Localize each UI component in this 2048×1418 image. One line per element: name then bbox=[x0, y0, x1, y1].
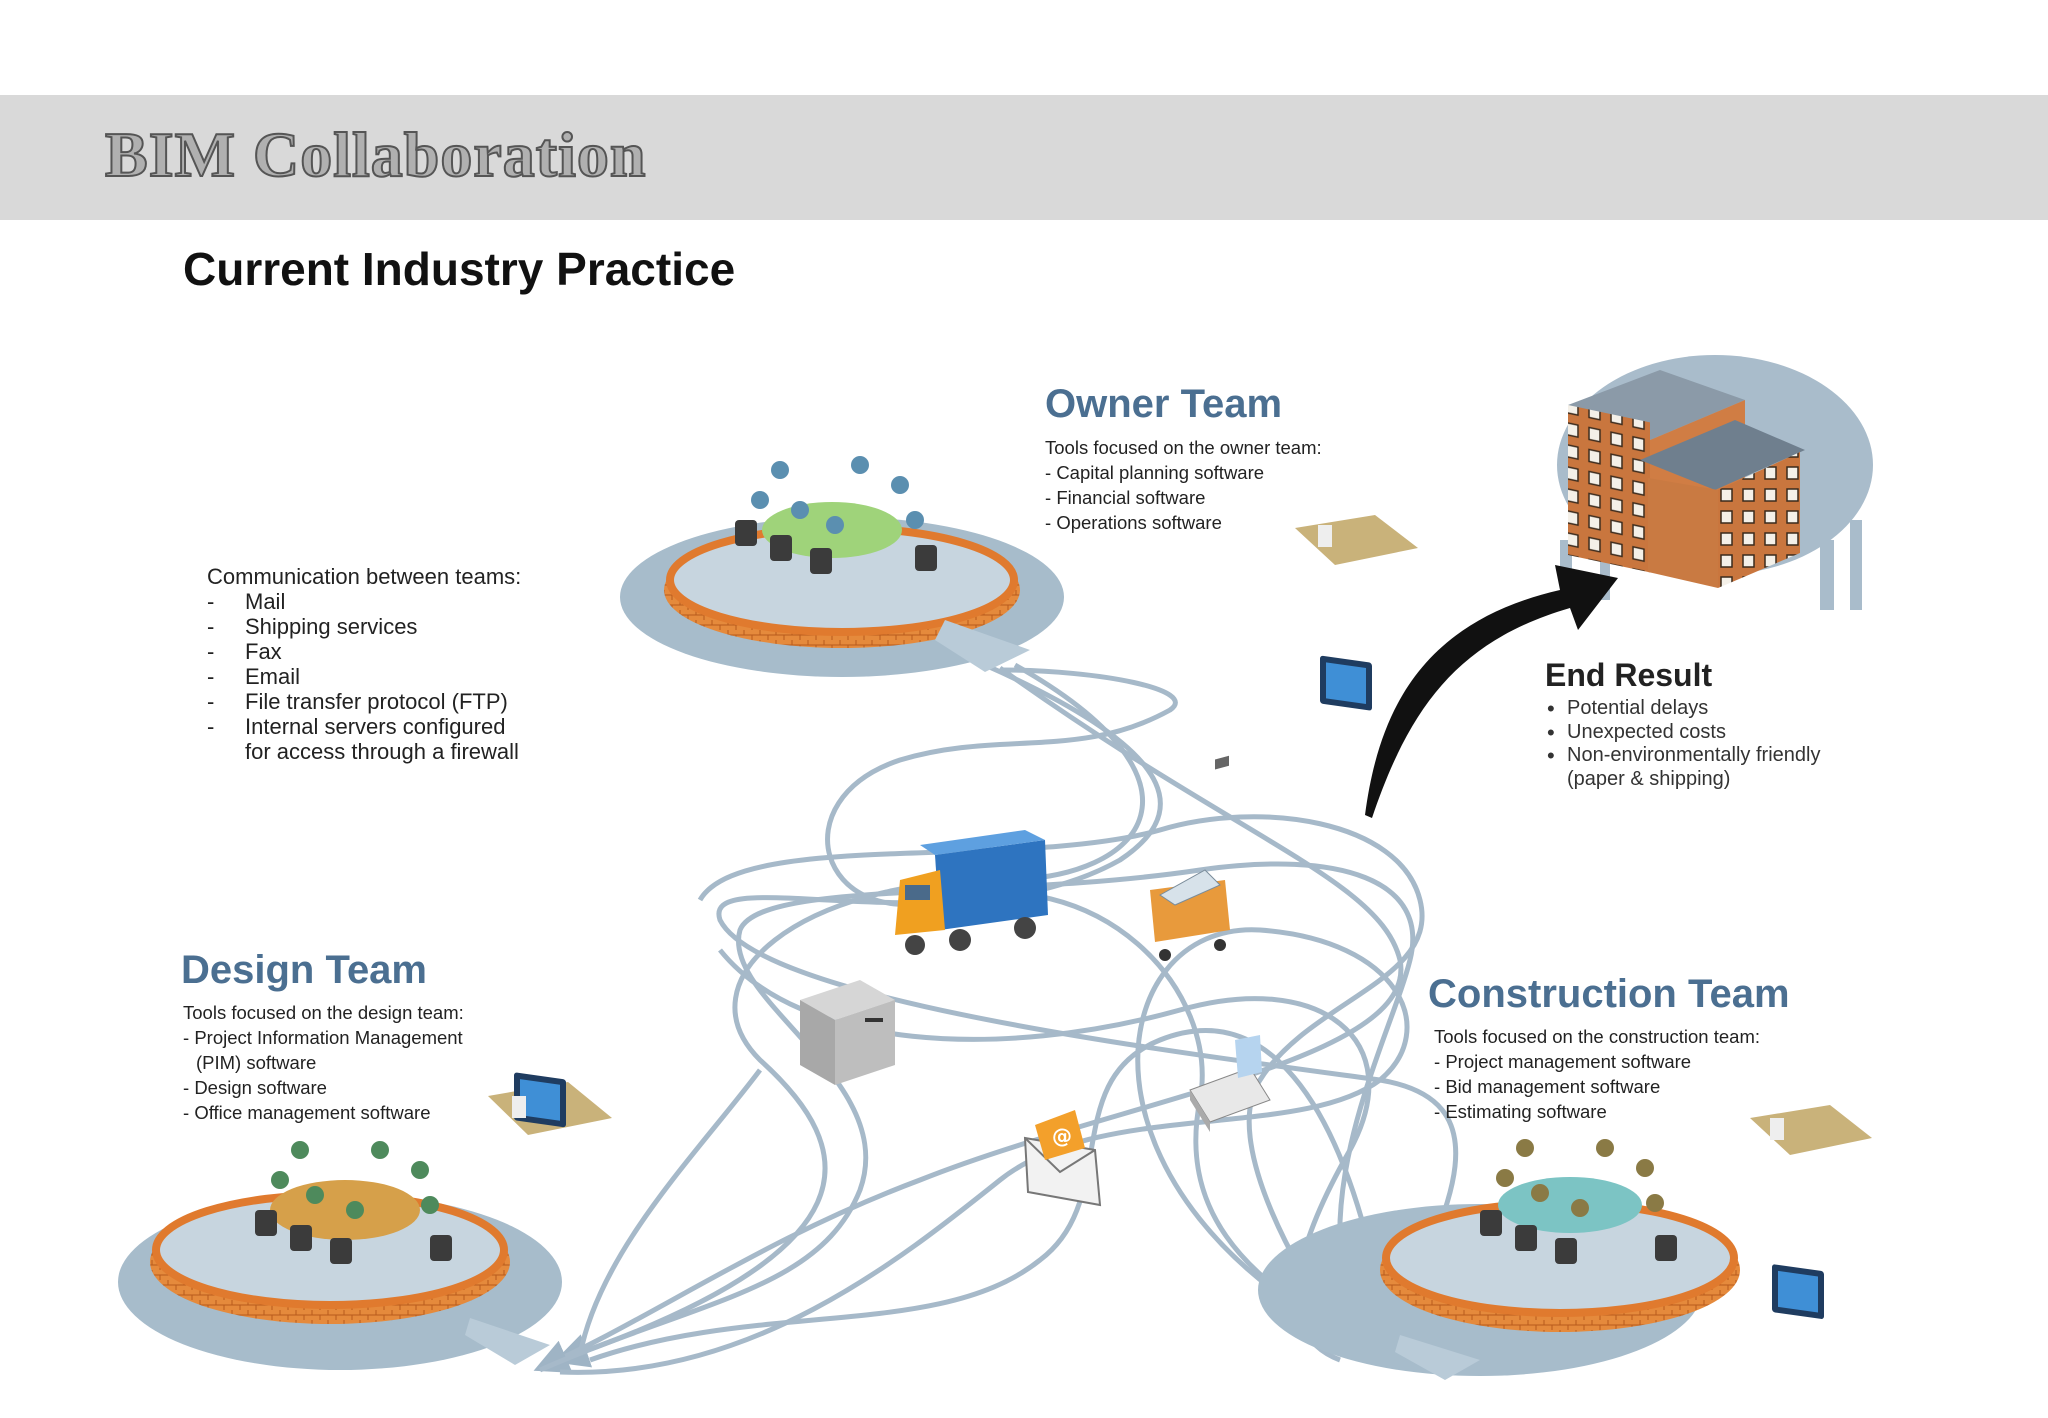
svg-text:@: @ bbox=[1052, 1124, 1072, 1148]
slide-title: BIM Collaboration bbox=[104, 118, 647, 191]
owner-team-title: Owner Team bbox=[1045, 382, 1283, 426]
communication-item: Mail bbox=[207, 589, 521, 614]
communication-item: Shipping services bbox=[207, 614, 521, 639]
end-result-item: Potential delays bbox=[1547, 697, 1820, 721]
construction-tool-item: Estimating software bbox=[1434, 1099, 1760, 1124]
owner-team-tools: Tools focused on the owner team: Capital… bbox=[1045, 435, 1322, 535]
design-team-title: Design Team bbox=[181, 948, 427, 992]
design-team-tools-intro: Tools focused on the design team: bbox=[183, 1002, 464, 1023]
slide-subtitle: Current Industry Practice bbox=[183, 243, 736, 295]
construction-team-platform bbox=[1258, 1139, 1740, 1380]
mail-cart-icon bbox=[1150, 869, 1230, 961]
communication-item: Fax bbox=[207, 639, 521, 664]
communication-item: Internal servers configured bbox=[207, 714, 521, 739]
end-result-item: Unexpected costs bbox=[1547, 721, 1820, 745]
end-result-list: Potential delays Unexpected costs Non-en… bbox=[1547, 697, 1820, 791]
end-result-item: Non-environmentally friendly bbox=[1547, 744, 1820, 768]
owner-team-platform bbox=[620, 456, 1064, 677]
construction-tool-item: Bid management software bbox=[1434, 1074, 1760, 1099]
construction-team-tools-intro: Tools focused on the construction team: bbox=[1434, 1026, 1760, 1047]
owner-tool-item: Capital planning software bbox=[1045, 460, 1322, 485]
computer-monitor-icon bbox=[488, 1072, 612, 1135]
design-team-tools: Tools focused on the design team: Projec… bbox=[183, 1000, 464, 1125]
fax-machine-icon bbox=[1189, 755, 1271, 1132]
computer-monitor-icon bbox=[1295, 515, 1418, 711]
design-tool-item: Design software bbox=[183, 1075, 464, 1100]
title-bar bbox=[0, 95, 2048, 220]
construction-team-title: Construction Team bbox=[1428, 972, 1790, 1016]
building-icon bbox=[1557, 355, 1873, 610]
email-envelope-icon: @ bbox=[1023, 1110, 1102, 1207]
construction-team-tools: Tools focused on the construction team: … bbox=[1434, 1024, 1760, 1124]
curved-arrow bbox=[1365, 565, 1618, 818]
communication-heading: Communication between teams: bbox=[207, 564, 522, 589]
owner-tool-item: Financial software bbox=[1045, 485, 1322, 510]
communication-item: File transfer protocol (FTP) bbox=[207, 689, 521, 714]
communication-list: Communication between teams: Mail Shippi… bbox=[207, 564, 521, 764]
end-result-title: End Result bbox=[1545, 657, 1713, 693]
computer-monitor-icon bbox=[1750, 1105, 1872, 1319]
communication-item: Email bbox=[207, 664, 521, 689]
end-result-item-cont: (paper & shipping) bbox=[1567, 767, 1731, 790]
design-tool-item-cont: (PIM) software bbox=[196, 1052, 317, 1073]
design-tool-item: Office management software bbox=[183, 1100, 464, 1125]
construction-tool-item: Project management software bbox=[1434, 1049, 1760, 1074]
owner-tool-item: Operations software bbox=[1045, 510, 1322, 535]
server-icon bbox=[800, 980, 895, 1085]
communication-item-cont: for access through a firewall bbox=[245, 739, 519, 764]
design-tool-item: Project Information Management bbox=[183, 1025, 464, 1050]
delivery-truck-icon bbox=[895, 830, 1048, 955]
owner-team-tools-intro: Tools focused on the owner team: bbox=[1045, 437, 1322, 458]
design-team-platform bbox=[118, 1141, 562, 1370]
